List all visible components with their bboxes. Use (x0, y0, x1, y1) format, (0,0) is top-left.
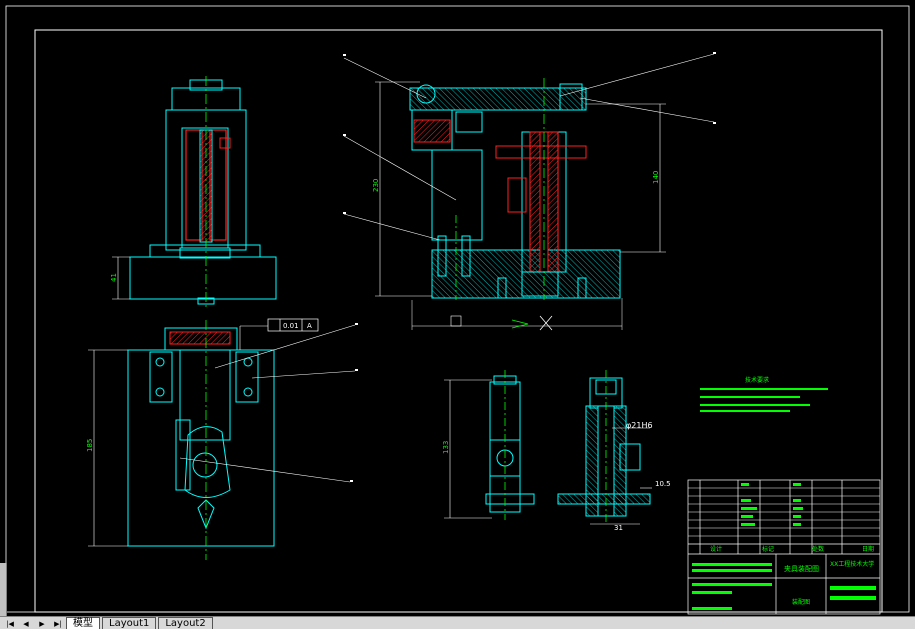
tolerance-frame (267, 318, 319, 332)
tolerance-datum: A (307, 322, 312, 330)
part-detail-section (557, 370, 652, 525)
part-detail-front (444, 370, 535, 520)
dim-left-height: 41 (110, 273, 118, 282)
dim-part-height: 133 (442, 441, 450, 454)
left-front-view (112, 76, 277, 310)
tab-model[interactable]: 模型 (66, 617, 100, 629)
inner-frame (34, 29, 883, 613)
tb-count: 处数 (812, 545, 824, 553)
vertical-scroll-stub[interactable] (0, 563, 7, 616)
tech-requirements-title: 技术要求 (745, 376, 769, 384)
title-block (687, 479, 881, 615)
dim-right-height: 140 (652, 171, 660, 184)
left-leaders (179, 324, 356, 483)
tab-layout1[interactable]: Layout1 (102, 617, 157, 629)
part-number-dots (343, 52, 716, 482)
dim-left-lower-height: 185 (86, 439, 94, 452)
tech-requirements (700, 388, 828, 412)
tb-date: 日期 (862, 545, 874, 553)
tab-last-icon[interactable]: ▶| (54, 620, 62, 628)
tb-scale: 标记 (762, 545, 774, 553)
right-section-view (375, 78, 666, 331)
dim-right-width: 230 (372, 179, 380, 192)
tb-sheet: 装配图 (792, 598, 810, 606)
left-plan-view (88, 320, 275, 560)
dim-bore: φ21H6 (626, 421, 653, 430)
tolerance-value: 0.01 (283, 322, 299, 330)
dim-width: 31 (614, 524, 623, 532)
title-block-rows (688, 487, 880, 537)
tb-school: XX工程技术大学 (830, 560, 874, 568)
tab-next-icon[interactable]: ▶ (39, 620, 45, 628)
right-leaders (343, 53, 715, 241)
tab-first-icon[interactable]: |◀ (6, 620, 14, 628)
layout-tab-bar: |◀ ◀ ▶ ▶| 模型 Layout1 Layout2 (0, 616, 915, 629)
title-block-fills (692, 483, 876, 610)
dim-small: 10.5 (655, 480, 671, 488)
tb-designer: 设计 (710, 545, 722, 553)
tab-prev-icon[interactable]: ◀ (23, 620, 29, 628)
tab-layout2[interactable]: Layout2 (158, 617, 213, 629)
tb-drawing-name: 夹具装配图 (784, 564, 819, 573)
